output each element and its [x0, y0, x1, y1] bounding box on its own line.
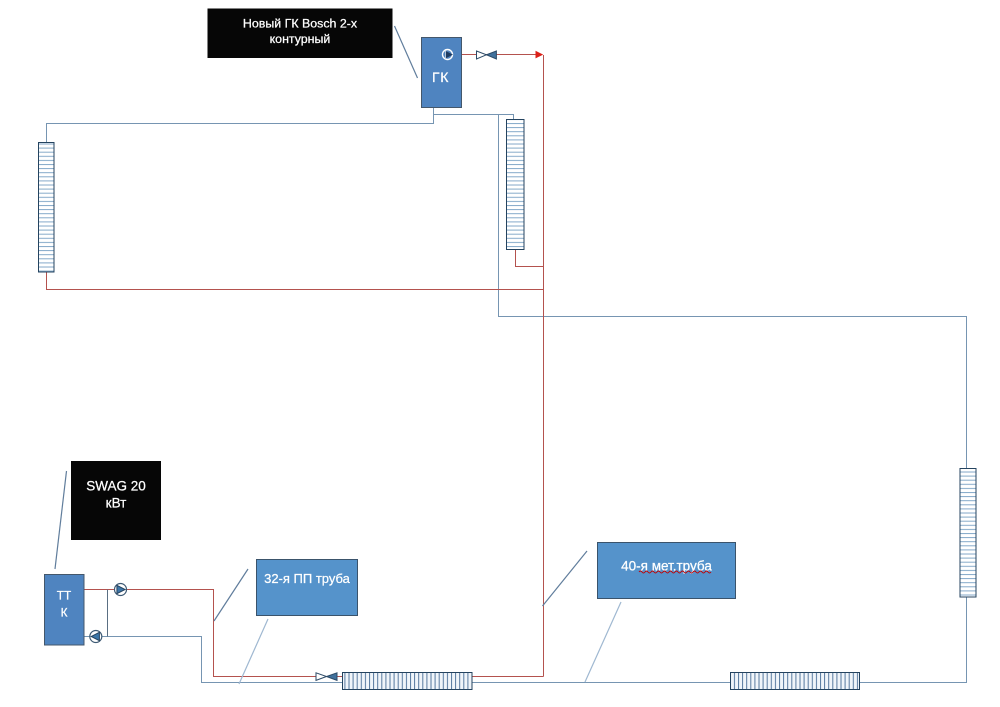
svg-text:ТТ: ТТ — [57, 589, 71, 603]
svg-text:SWAG 20: SWAG 20 — [86, 479, 146, 494]
svg-text:32-я ПП труба: 32-я ПП труба — [264, 571, 351, 586]
svg-text:ГК: ГК — [432, 69, 449, 85]
svg-text:контурный: контурный — [270, 32, 331, 46]
svg-text:К: К — [61, 606, 68, 620]
svg-text:кВт: кВт — [106, 496, 127, 511]
svg-text:40-я мет.труба: 40-я мет.труба — [621, 559, 712, 574]
svg-text:Новый ГК Bosch 2-х: Новый ГК Bosch 2-х — [243, 17, 358, 31]
